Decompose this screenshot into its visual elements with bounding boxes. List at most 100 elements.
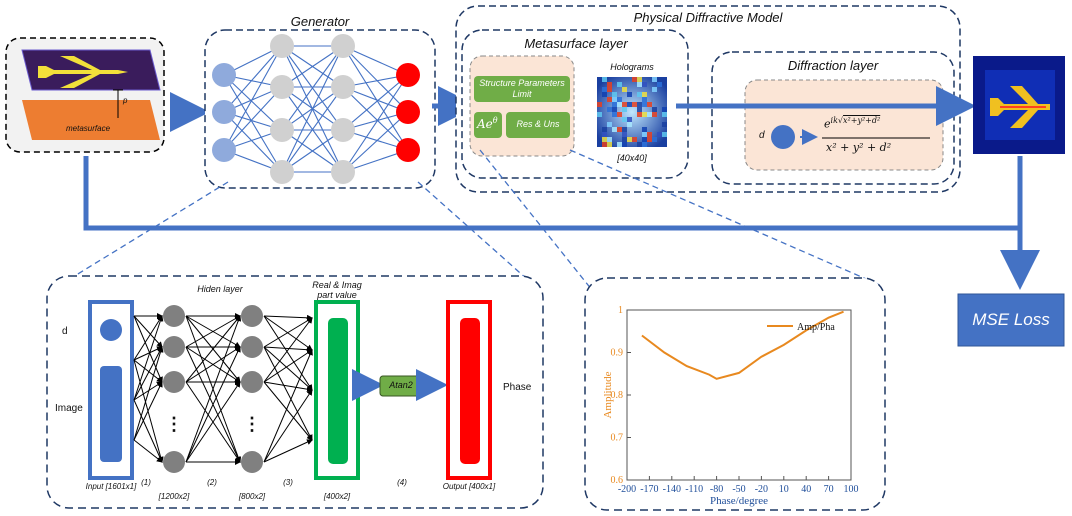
holograms-label: Holograms bbox=[610, 62, 654, 72]
hologram-pixel bbox=[657, 82, 662, 87]
hidden-1-dots: ⋮ bbox=[165, 414, 183, 434]
hologram-pixel bbox=[647, 112, 652, 117]
hologram-pixel bbox=[602, 92, 607, 97]
ae-theta-box bbox=[474, 112, 502, 138]
network-edge bbox=[263, 346, 313, 441]
phase-output-label: Phase bbox=[503, 382, 532, 393]
step-label-2: (2) bbox=[207, 478, 217, 487]
generator-node bbox=[396, 63, 420, 87]
network-edge bbox=[263, 346, 313, 391]
network-edge bbox=[263, 317, 313, 348]
p-label: p bbox=[123, 96, 128, 105]
y-axis-label: Amplitude bbox=[602, 371, 614, 418]
hologram-pixel bbox=[632, 77, 637, 82]
input-panel bbox=[5, 37, 165, 153]
x-tick-label: -20 bbox=[755, 484, 768, 495]
hidden-node bbox=[163, 451, 185, 473]
network-edge bbox=[263, 381, 313, 441]
hologram-pixel bbox=[637, 107, 642, 112]
generator-edge bbox=[281, 86, 344, 173]
hologram-pixel bbox=[607, 97, 612, 102]
distance-circle bbox=[771, 125, 795, 149]
hologram-pixel bbox=[637, 92, 642, 97]
network-edge bbox=[263, 346, 313, 353]
mse-loss-box bbox=[957, 293, 1065, 347]
x-tick-label: 100 bbox=[844, 484, 859, 495]
network-edge bbox=[133, 381, 163, 441]
network-edge bbox=[263, 317, 313, 383]
hidden-node bbox=[241, 336, 263, 358]
hologram-pixel bbox=[617, 97, 622, 102]
hologram-pixel bbox=[627, 137, 632, 142]
hologram-pixel bbox=[627, 117, 632, 122]
hologram-pixel bbox=[602, 137, 607, 142]
hologram-pixel bbox=[637, 77, 642, 82]
hologram-pixel bbox=[617, 112, 622, 117]
hologram-pixel bbox=[652, 107, 657, 112]
hologram-pixel bbox=[632, 102, 637, 107]
network-edge bbox=[185, 346, 241, 383]
network-edge bbox=[185, 315, 241, 383]
network-edge bbox=[263, 314, 313, 321]
network-edge bbox=[133, 346, 164, 441]
generator-node bbox=[270, 75, 294, 99]
x-tick-label: -140 bbox=[663, 484, 681, 495]
generator-edge bbox=[223, 86, 283, 151]
real-imag-title: Real & Imag part value bbox=[312, 280, 362, 300]
holograms-image bbox=[597, 77, 667, 147]
hologram-pixel bbox=[657, 77, 662, 82]
generator-edge bbox=[223, 74, 283, 173]
generator-edge bbox=[342, 45, 409, 151]
network-panel bbox=[46, 275, 544, 509]
hologram-pixel bbox=[602, 132, 607, 137]
hologram-pixel bbox=[622, 87, 627, 92]
hidden-2-dots: ⋮ bbox=[243, 414, 261, 434]
hologram-pixel bbox=[612, 112, 617, 117]
hologram-pixel bbox=[607, 107, 612, 112]
hologram-pixel bbox=[607, 122, 612, 127]
layer-label-hidden-1: [1200x2] bbox=[158, 492, 190, 501]
image-input-label: Image bbox=[55, 403, 83, 414]
hologram-pixel bbox=[652, 87, 657, 92]
hologram-pixel bbox=[602, 87, 607, 92]
hologram-pixel bbox=[632, 137, 637, 142]
hologram-pixel bbox=[612, 127, 617, 132]
hologram-pixel bbox=[622, 117, 627, 122]
layer-label-hidden-2: [800x2] bbox=[238, 492, 266, 501]
hologram-pixel bbox=[637, 82, 642, 87]
generator-edge bbox=[223, 111, 283, 173]
hologram-pixel bbox=[617, 127, 622, 132]
generator-edge bbox=[342, 74, 409, 131]
loss-connections bbox=[83, 156, 1040, 290]
generator-edge bbox=[223, 45, 283, 151]
hologram-pixel bbox=[642, 137, 647, 142]
hologram-pixel bbox=[617, 102, 622, 107]
generator-title: Generator bbox=[290, 14, 350, 29]
layer-label-input: Input [1601x1] bbox=[85, 482, 137, 491]
x-tick-label: 70 bbox=[824, 484, 834, 495]
generator-edge bbox=[281, 129, 344, 173]
y-tick-label: 0.8 bbox=[611, 390, 624, 401]
distance-d-label: d bbox=[759, 130, 765, 141]
d-input-label: d bbox=[62, 326, 68, 337]
hologram-pixel bbox=[607, 142, 612, 147]
network-edge bbox=[133, 439, 163, 463]
layer-label-output: Output [400x1] bbox=[442, 482, 496, 491]
hidden-layer-title: Hiden layer bbox=[197, 284, 243, 294]
hologram-pixel bbox=[652, 112, 657, 117]
generator-node bbox=[396, 100, 420, 124]
step-label-4: (4) bbox=[397, 478, 407, 487]
hologram-pixel bbox=[647, 102, 652, 107]
generator-node bbox=[212, 100, 236, 124]
hologram-pixel bbox=[597, 112, 602, 117]
hologram-pixel bbox=[637, 102, 642, 107]
hologram-pixel bbox=[662, 132, 667, 137]
hologram-pixel bbox=[642, 112, 647, 117]
generator-node bbox=[212, 63, 236, 87]
hologram-pixel bbox=[612, 107, 617, 112]
y-tick-label: 0.7 bbox=[611, 433, 624, 444]
generator-edge bbox=[342, 111, 409, 173]
hologram-pixel bbox=[622, 132, 627, 137]
metasurface-label: metasurface bbox=[66, 124, 111, 133]
